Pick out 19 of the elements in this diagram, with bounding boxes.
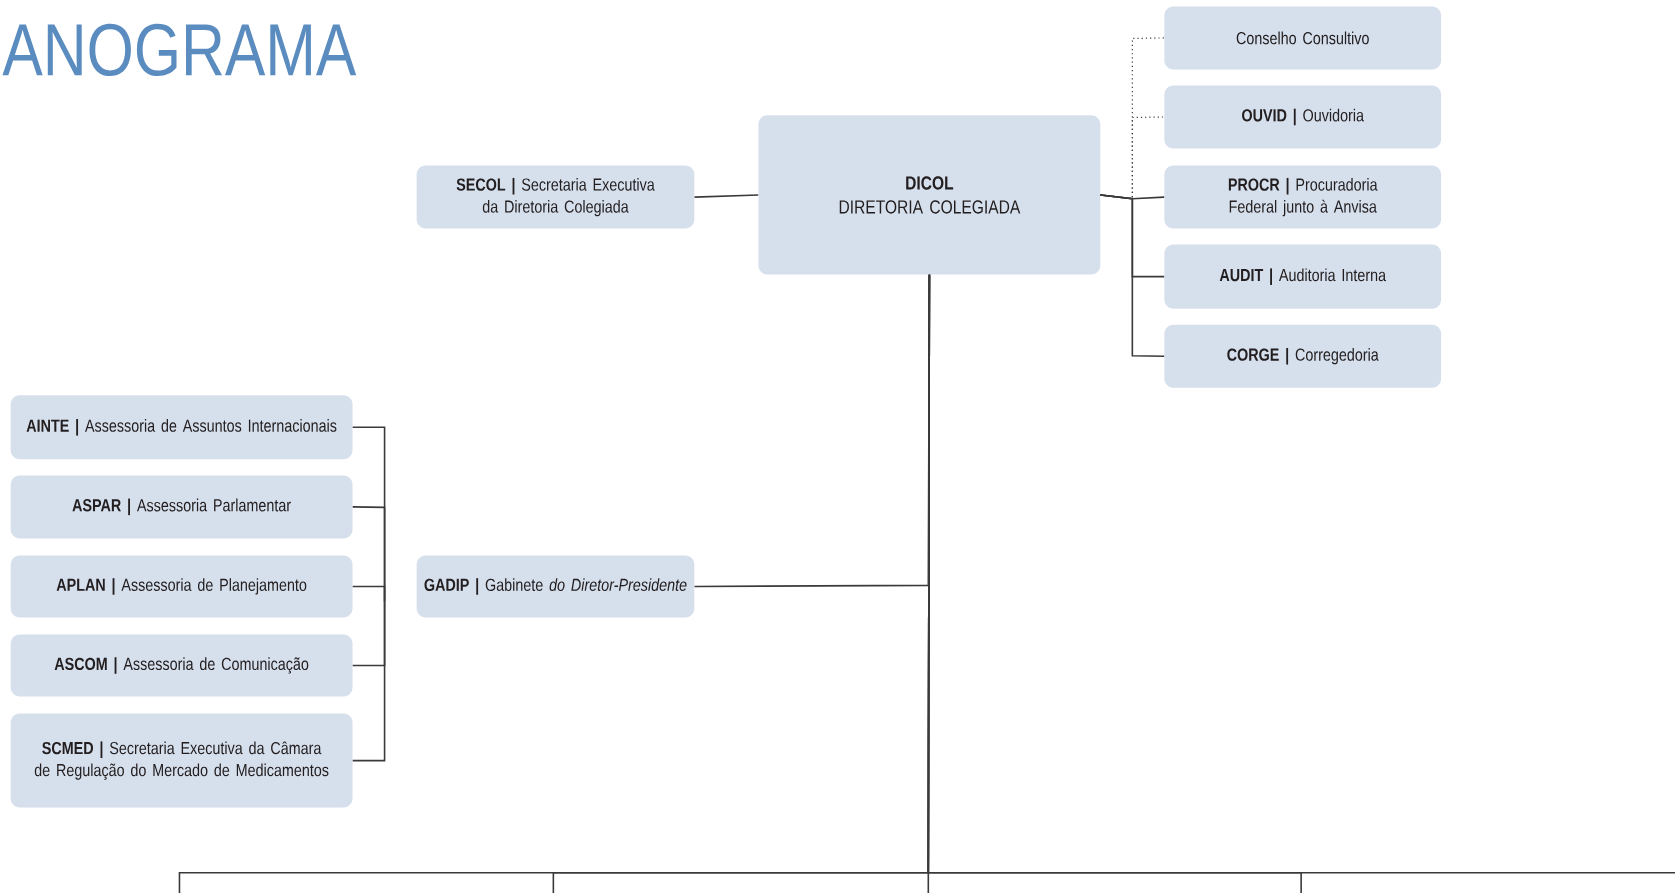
- org-box: Conselho Consultivo: [1164, 6, 1442, 70]
- connector-line: [351, 600, 386, 762]
- org-box: ASPAR | Assessoria Parlamentar: [10, 475, 353, 539]
- connector-line: [693, 194, 760, 198]
- org-box: SECOL | Secretaria Executiva da Diretoria Colegiada: [416, 165, 695, 229]
- org-box: GADIP | Gabinete do Diretor-Presidente: [416, 555, 695, 618]
- org-box: OUVID | Ouvidoria: [1164, 85, 1442, 149]
- org-box: APLAN | Assessoria de Planejamento: [10, 555, 353, 618]
- org-box: CORGE | Corregedoria: [1164, 324, 1442, 388]
- org-box: PROCR | Procuradoria Federal junto à Anvisa: [1164, 165, 1442, 229]
- connector-line: [927, 273, 1675, 874]
- connector-line: [351, 585, 386, 603]
- org-box: ASCOM | Assessoria de Comunicação: [10, 634, 353, 697]
- heading: ANOGRAMA: [2, 23, 357, 77]
- org-box: AINTE | Assessoria de Assuntos Internacionais: [10, 395, 353, 460]
- org-box: DICOL DIRETORIA COLEGIADA: [758, 115, 1101, 275]
- connector-line: [1099, 194, 1165, 358]
- org-box: SCMED | Secretaria Executiva da Câmara de Regulação do Mercado de Medicamentos: [10, 713, 353, 808]
- org-box: AUDIT | Auditoria Interna: [1164, 244, 1442, 309]
